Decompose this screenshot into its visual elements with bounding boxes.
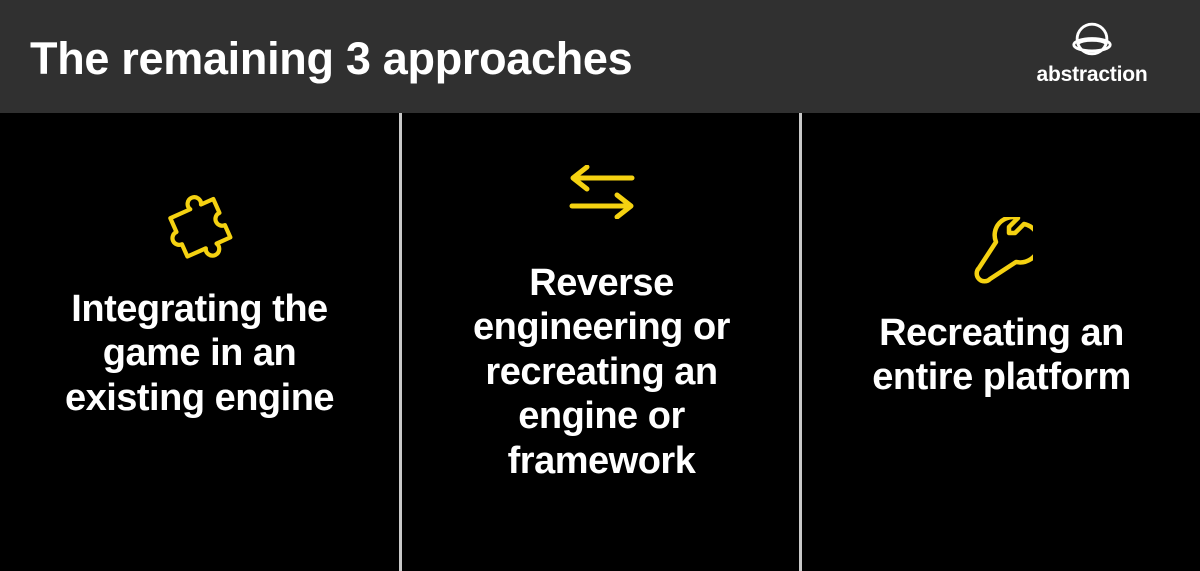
puzzle-piece-icon xyxy=(167,195,232,259)
swap-arrows-icon xyxy=(569,165,634,219)
brand-logo: abstraction xyxy=(1012,16,1172,98)
approach-label-1: Integrating the game in an existing engi… xyxy=(64,288,335,419)
approach-column-1: Integrating the game in an existing engi… xyxy=(0,113,399,571)
column-divider-2 xyxy=(799,113,802,571)
abstraction-logo-icon xyxy=(1072,22,1112,56)
slide-body: Integrating the game in an existing engi… xyxy=(0,113,1200,571)
approach-label-2: Reverse engineering or recreating an eng… xyxy=(473,262,730,482)
column-divider-1 xyxy=(399,113,402,571)
approach-column-3: Recreating an entire platform xyxy=(802,113,1200,571)
slide-header: The remaining 3 approaches abstraction xyxy=(0,0,1200,113)
brand-wordmark: abstraction xyxy=(1036,63,1148,86)
page-title: The remaining 3 approaches xyxy=(30,33,633,84)
approach-column-2: Reverse engineering or recreating an eng… xyxy=(402,113,801,571)
wrench-icon xyxy=(973,217,1033,284)
approach-label-3: Recreating an entire platform xyxy=(872,312,1131,399)
